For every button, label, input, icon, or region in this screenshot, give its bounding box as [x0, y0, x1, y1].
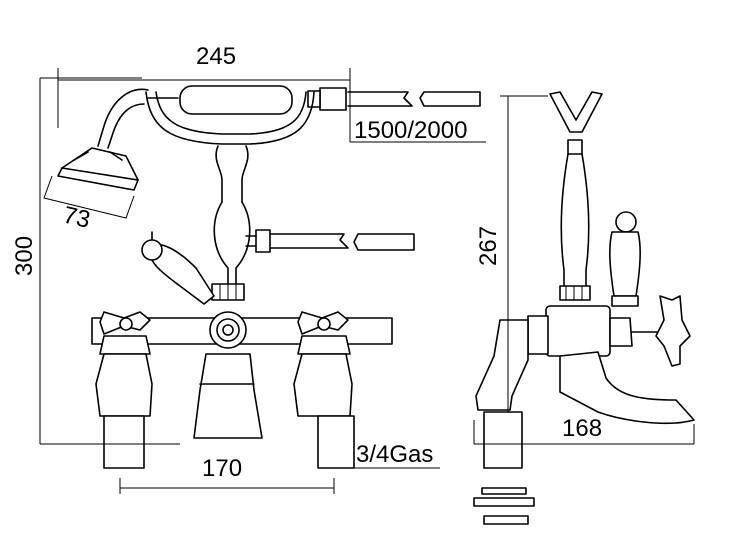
shower-handset [57, 85, 315, 191]
dimension-lines-side [473, 95, 695, 445]
handset-diameter-label: 73 [61, 202, 93, 234]
diverter-lever [141, 231, 215, 305]
side-cradle [549, 91, 603, 301]
side-lever [609, 211, 641, 307]
riser-pipe [211, 145, 415, 301]
left-valve [95, 311, 153, 469]
hose-length-label: 1500/2000 [354, 117, 467, 144]
side-body [473, 295, 695, 525]
spout-projection-label: 168 [562, 415, 602, 442]
right-valve [293, 311, 355, 469]
overall-width-label: 245 [196, 43, 236, 70]
shower-hose [307, 87, 481, 111]
connection-label: 3/4Gas [356, 441, 433, 468]
overall-height-label: 300 [11, 236, 38, 276]
front-view [39, 68, 486, 494]
side-view [473, 91, 695, 525]
side-height-label: 267 [475, 226, 502, 266]
tap-centres-label: 170 [202, 455, 242, 482]
dimension-lines-front [39, 68, 486, 494]
